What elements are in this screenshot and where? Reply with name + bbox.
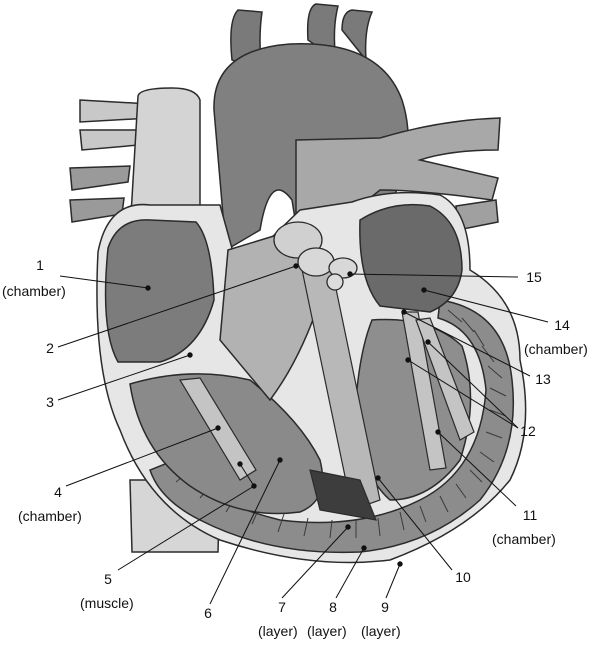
leader-line-1 — [59, 275, 149, 289]
leader-line-2 — [57, 265, 297, 348]
striation — [439, 495, 449, 513]
label-number-5: 5 — [104, 571, 112, 587]
leader-dot-1 — [145, 285, 151, 291]
striation — [485, 431, 503, 439]
valve-cusp-small — [326, 273, 344, 291]
label-number-6: 6 — [204, 605, 212, 621]
striation — [481, 345, 495, 363]
striation — [487, 365, 503, 379]
myocardium-striations — [175, 309, 507, 539]
striation — [489, 387, 507, 397]
label-number-4: 4 — [54, 484, 62, 500]
label-number-13: 13 — [535, 371, 551, 387]
leader-line-13 — [403, 311, 531, 377]
leader-dot-14 — [421, 287, 427, 293]
aortic-valve-cusp-2 — [297, 247, 335, 277]
leader-dot-2 — [293, 263, 299, 269]
label-number-3: 3 — [46, 394, 54, 410]
label-number-11: 11 — [523, 507, 538, 523]
papillary-muscle-left-2 — [415, 317, 475, 441]
label-sub-4: (chamber) — [18, 508, 82, 524]
leader-line-5 — [117, 485, 255, 571]
leader-dot-9 — [397, 561, 403, 567]
leader-dot-6 — [277, 457, 283, 463]
leader-line-7 — [281, 526, 349, 599]
valves — [273, 221, 358, 291]
trabeculae-dark — [309, 469, 377, 521]
leader-line-8 — [335, 547, 365, 599]
label-number-14: 14 — [554, 317, 570, 333]
leader-line-4 — [65, 427, 219, 487]
striation — [329, 519, 333, 539]
chambers — [104, 203, 472, 515]
label-number-9: 9 — [381, 599, 389, 615]
label-number-7: 7 — [278, 599, 286, 615]
label-sub-9: (layer) — [361, 623, 401, 639]
label-sub-14: (chamber) — [524, 341, 588, 357]
aortic-branch-3 — [341, 9, 374, 63]
label-number-8: 8 — [329, 599, 337, 615]
striation — [399, 511, 405, 531]
leader-line-10 — [377, 477, 453, 571]
leader-dot-4 — [215, 425, 221, 431]
leader-line-9 — [385, 563, 401, 599]
striation — [447, 309, 463, 323]
label-sub-7: (layer) — [258, 623, 298, 639]
leader-line-6 — [209, 459, 281, 605]
leader-dot-5 — [237, 461, 243, 467]
leader-dot-5 — [251, 483, 257, 489]
leader-line-12 — [427, 341, 519, 429]
superior-vena-cava — [129, 87, 201, 233]
right-pulmonary-vein-3 — [69, 165, 131, 191]
striation — [277, 513, 285, 533]
papillary-muscle-left-1 — [401, 311, 447, 471]
striation — [419, 505, 427, 523]
label-number-2: 2 — [46, 340, 54, 356]
leader-line-11 — [437, 431, 517, 507]
striation — [469, 469, 483, 483]
leader-line-14 — [423, 289, 549, 323]
leader-line-12 — [407, 359, 519, 429]
label-number-1: 1 — [36, 257, 44, 273]
great-vessels — [69, 3, 501, 553]
striation — [473, 329, 485, 347]
leader-dot-15 — [347, 271, 353, 277]
leader-lines — [57, 263, 549, 605]
papillary-structures — [178, 259, 475, 521]
leader-dot-11 — [435, 429, 441, 435]
striation — [455, 483, 467, 499]
right-atrium — [104, 219, 215, 363]
label-sub-11: (chamber) — [492, 531, 556, 547]
label-number-10: 10 — [455, 569, 471, 585]
leader-dot-13 — [401, 309, 407, 315]
striation — [479, 451, 495, 463]
label-number-12: 12 — [520, 423, 536, 439]
label-number-15: 15 — [526, 269, 542, 285]
leader-line-3 — [57, 354, 191, 401]
leader-dot-10 — [375, 475, 381, 481]
left-atrium — [359, 203, 463, 313]
label-sub-8: (layer) — [307, 623, 347, 639]
leader-line-5 — [239, 463, 255, 487]
leader-dot-8 — [361, 545, 367, 551]
striation — [489, 409, 507, 417]
leader-dot-12 — [405, 357, 411, 363]
label-sub-5: (muscle) — [80, 595, 134, 611]
pulmonary-artery — [295, 117, 501, 231]
leader-dot-7 — [345, 524, 351, 530]
label-sub-1: (chamber) — [2, 283, 66, 299]
leader-dot-3 — [187, 352, 193, 358]
striation — [461, 317, 475, 333]
leader-line-15 — [349, 273, 519, 278]
leader-dot-12 — [425, 339, 431, 345]
myocardium-band — [149, 299, 515, 554]
label-layer: 1 (chamber) 2 3 4 (chamber) 5 (muscle) 6 7 (layer)… — [2, 257, 588, 639]
striation — [303, 517, 309, 537]
striation — [377, 517, 381, 537]
